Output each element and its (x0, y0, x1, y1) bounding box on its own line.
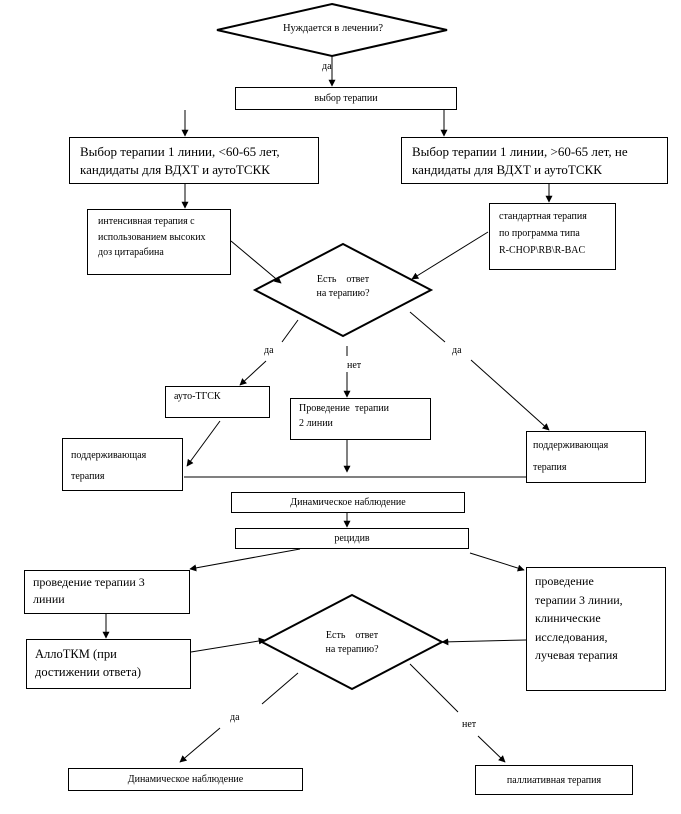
dynamic-observation-box-1: Динамическое наблюдение (231, 492, 465, 513)
decision-response-2-line1: Есть ответ (325, 630, 379, 641)
standard-therapy-box: стандартная терапия по программа типа R-… (489, 203, 616, 270)
third-line-right-box: проведение терапии 3 линии, клинические … (526, 567, 666, 691)
maintenance-right-box: поддерживающая терапия (526, 431, 646, 483)
auto-tgsk-box: ауто-ТГСК (165, 386, 270, 418)
standard-line1: стандартная терапия (499, 211, 587, 222)
maintenance-left-line1: поддерживающая (71, 450, 147, 461)
third-line-right-line1: проведение (535, 574, 594, 588)
intensive-line1: интенсивная терапия с (98, 216, 195, 227)
maintenance-left-box: поддерживающая терапия (62, 438, 183, 491)
intensive-therapy-box: интенсивная терапия с использованием выс… (87, 209, 231, 275)
label-yes-bottom: да (230, 712, 240, 723)
branch-left-box: Выбор терапии 1 линии, <60-65 лет, канди… (69, 137, 319, 184)
decision-response-2-text: Есть ответ на терапию? (304, 629, 400, 657)
second-line-line1: Проведение терапии (299, 403, 390, 414)
third-line-right-line5: лучевая терапия (535, 648, 618, 663)
branch-left-line2: кандидаты для ВДХТ и аутоТСКК (80, 162, 270, 178)
third-line-right-line3: клинические (535, 611, 601, 626)
third-line-left-line2: линии (33, 592, 65, 607)
standard-line3: R-CHOP\RB\R-BAC (499, 245, 586, 256)
third-line-left-line1: проведение терапии 3 (33, 575, 145, 589)
decision-top-text: Нуждается в лечении? (282, 23, 384, 34)
branch-left-line1: Выбор терапии 1 линии, <60-65 лет, (80, 144, 280, 159)
label-yes-right: да (452, 345, 462, 356)
relapse-box: рецидив (235, 528, 469, 549)
allo-tkm-line1: АллоТКМ (при (35, 647, 117, 661)
decision-response-2-line2: на терапию? (325, 644, 379, 655)
allo-tkm-box: АллоТКМ (при достижении ответа) (26, 639, 191, 689)
branch-right-box: Выбор терапии 1 линии, >60-65 лет, не ка… (401, 137, 668, 184)
label-yes-left: да (264, 345, 274, 356)
standard-line2: по программа типа (499, 228, 580, 239)
decision-response-1-text: Есть ответ на терапию? (295, 273, 391, 301)
maintenance-right-line1: поддерживающая (533, 440, 609, 451)
decision-response-1-line2: на терапию? (316, 288, 370, 299)
allo-tkm-line2: достижении ответа) (35, 665, 142, 680)
branch-right-line2: кандидаты для ВДХТ и аутоТСКК (412, 162, 602, 178)
third-line-left-box: проведение терапии 3 линии (24, 570, 190, 614)
palliative-therapy-box: паллиативная терапия (475, 765, 633, 795)
intensive-line2: использованием высоких (98, 231, 206, 243)
label-top-yes: да (322, 61, 332, 72)
intensive-line3: доз цитарабина (98, 247, 164, 258)
decision-diamond-response-1 (252, 242, 434, 338)
third-line-right-line2: терапии 3 линии, (535, 592, 623, 607)
decision-diamond-response-2 (259, 593, 445, 691)
label-no-bottom: нет (462, 719, 477, 730)
maintenance-right-line2: терапия (533, 461, 567, 473)
second-line-box: Проведение терапии 2 линии (290, 398, 431, 440)
label-no-mid: нет (347, 360, 362, 371)
dynamic-observation-box-2: Динамическое наблюдение (68, 768, 303, 791)
decision-response-1-line1: Есть ответ (316, 274, 370, 285)
branch-right-line1: Выбор терапии 1 линии, >60-65 лет, не (412, 144, 628, 159)
maintenance-left-line2: терапия (71, 471, 105, 482)
second-line-line2: 2 линии (299, 417, 333, 429)
third-line-right-line4: исследования, (535, 629, 608, 644)
therapy-choice-box: выбор терапии (235, 87, 457, 110)
